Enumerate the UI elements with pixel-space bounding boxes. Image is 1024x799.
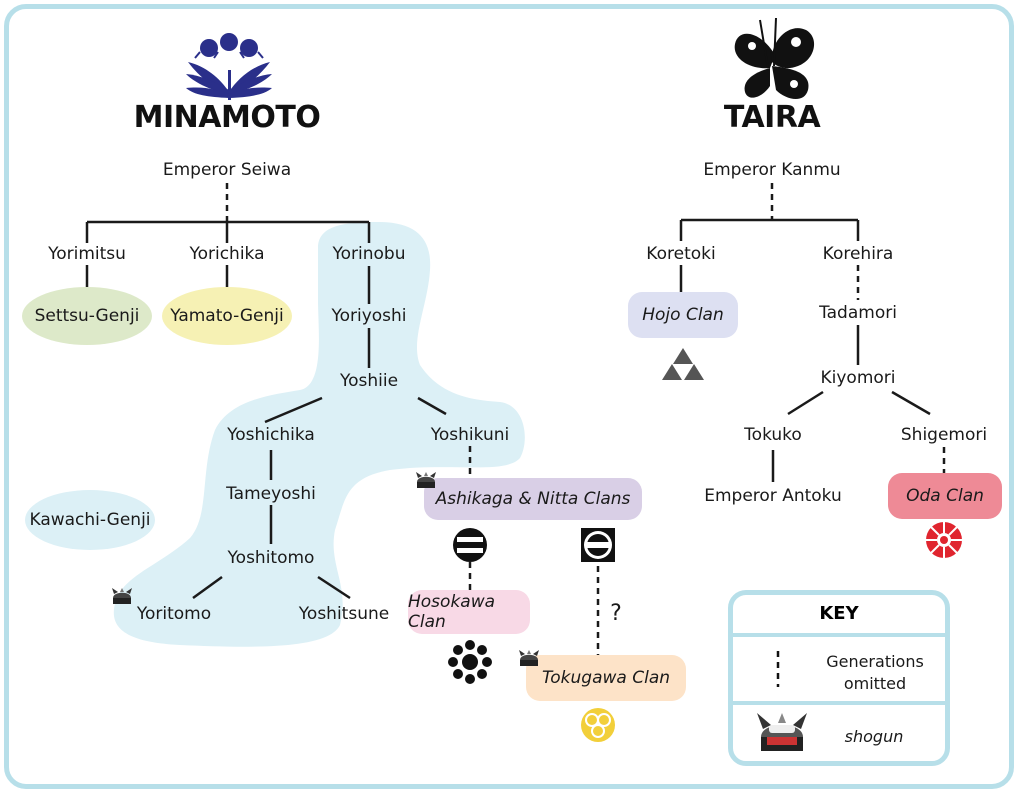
yoritomo: Yoritomo <box>136 604 212 624</box>
yamato-genji-ellipse: Yamato-Genji <box>162 287 292 345</box>
ashikaga-crest-icon <box>453 528 487 562</box>
shogun-helmet-icon <box>416 472 436 488</box>
key-divider <box>733 701 945 705</box>
yoshikuni: Yoshikuni <box>430 425 510 445</box>
koretoki: Koretoki <box>646 244 716 264</box>
key-shogun: shogun <box>844 727 904 746</box>
yoshiie: Yoshiie <box>339 371 399 391</box>
key-divider <box>733 633 945 637</box>
key-title: KEY <box>819 603 859 624</box>
hojo-box: Hojo Clan <box>628 292 738 338</box>
hojo-clan: Hojo Clan <box>642 305 724 325</box>
emperor-seiwa: Emperor Seiwa <box>162 160 292 180</box>
ashikaga-nitta-box: Ashikaga & Nitta Clans <box>424 478 642 520</box>
hojo-crest-icon <box>662 348 704 380</box>
nitta-crest-icon <box>581 528 615 562</box>
oda-clan: Oda Clan <box>906 486 984 506</box>
oda-crest-icon <box>926 522 962 558</box>
dashed-line-icon <box>776 651 780 687</box>
taira-title: TAIRA <box>723 100 821 135</box>
emperor-kanmu: Emperor Kanmu <box>703 160 841 180</box>
emperor-antoku: Emperor Antoku <box>704 486 842 506</box>
tameyoshi: Tameyoshi <box>226 484 316 504</box>
yoshitomo: Yoshitomo <box>227 548 315 568</box>
oda-box: Oda Clan <box>888 473 1002 519</box>
yoshichika: Yoshichika <box>227 425 315 445</box>
hosokawa-clan: Hosokawa Clan <box>408 592 496 632</box>
diagram-frame <box>4 4 1014 789</box>
legend-key: KEY Generations omitted shogun <box>728 590 950 766</box>
yoriyoshi: Yoriyoshi <box>331 306 407 326</box>
settsu-genji-ellipse: Settsu-Genji <box>22 287 152 345</box>
settsu-genji: Settsu-Genji <box>34 306 140 326</box>
ashikaga-nitta-clans: Ashikaga & Nitta Clans <box>435 489 631 509</box>
shogun-helmet-icon <box>112 588 132 604</box>
yorimitsu: Yorimitsu <box>48 244 126 264</box>
shogun-helmet-icon <box>519 650 539 666</box>
minamoto-title: MINAMOTO <box>133 100 321 135</box>
uncertain-link-mark: ? <box>610 601 622 626</box>
kawachi-genji-ellipse: Kawachi-Genji <box>25 490 155 550</box>
kawachi-genji: Kawachi-Genji <box>29 510 151 530</box>
yamato-genji: Yamato-Genji <box>170 306 284 326</box>
tokugawa-crest-icon <box>581 708 615 742</box>
shigemori: Shigemori <box>900 425 988 445</box>
hosokawa-crest-icon <box>448 640 492 684</box>
tadamori: Tadamori <box>819 303 897 323</box>
yorinobu: Yorinobu <box>332 244 406 264</box>
shogun-helmet-icon <box>757 713 807 751</box>
tokugawa-box: Tokugawa Clan <box>526 655 686 701</box>
korehira: Korehira <box>822 244 894 264</box>
tokuko: Tokuko <box>744 425 802 445</box>
tokugawa-clan: Tokugawa Clan <box>541 668 671 688</box>
key-generations-omitted: Generations omitted <box>826 652 924 693</box>
yoshitsune: Yoshitsune <box>298 604 390 624</box>
hosokawa-box: Hosokawa Clan <box>408 590 530 634</box>
kiyomori: Kiyomori <box>820 368 896 388</box>
yorichika: Yorichika <box>189 244 265 264</box>
